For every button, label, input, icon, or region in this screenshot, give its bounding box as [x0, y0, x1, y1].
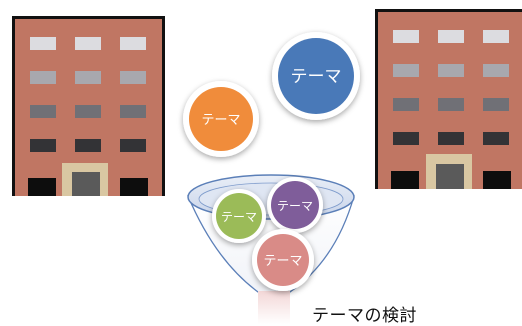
bubble-orange: [183, 81, 259, 157]
bubble-orange-label: テーマ: [201, 113, 240, 128]
bubble-pink: [252, 229, 314, 291]
funnel-spout: [258, 291, 290, 324]
bubble-green-label: テーマ: [221, 210, 257, 224]
bubble-purple: [267, 177, 323, 233]
bubble-big-blue-label: テーマ: [291, 67, 342, 87]
left-building: [12, 16, 165, 196]
bubble-purple-label: テーマ: [277, 199, 313, 213]
bubble-green: [212, 189, 266, 243]
bubble-big-blue: [272, 32, 360, 120]
bubble-pink-label: テーマ: [263, 254, 302, 269]
caption-theme-review: テーマの検討: [312, 306, 417, 326]
right-building: [375, 9, 522, 189]
